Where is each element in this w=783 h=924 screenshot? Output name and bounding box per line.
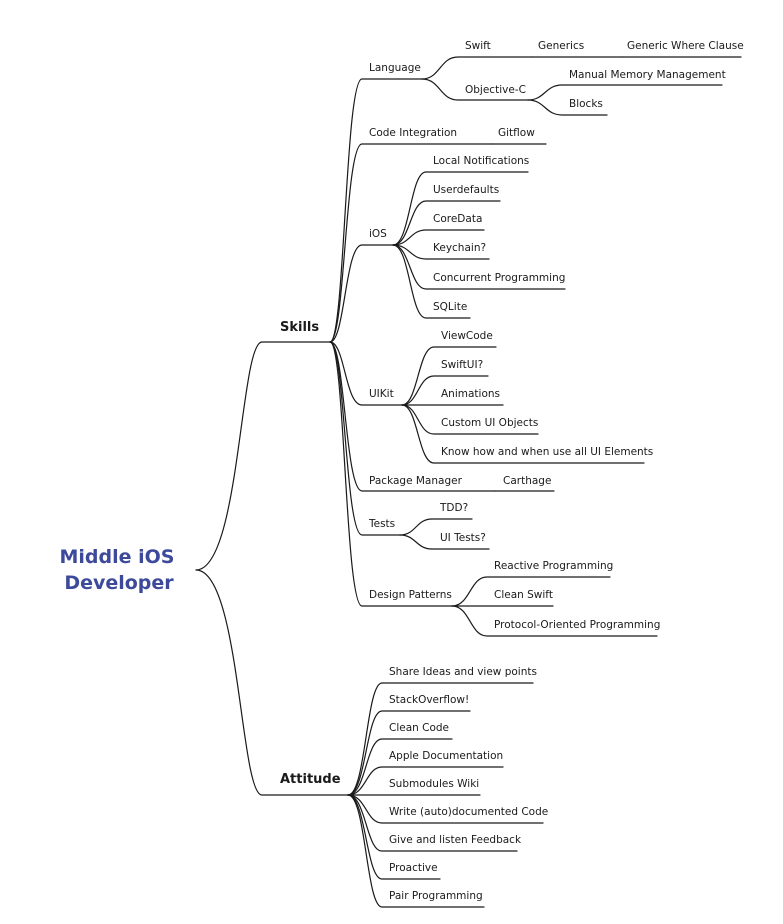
topic-uikit: UIKit: [369, 388, 394, 400]
topic-code-integration: Code Integration: [369, 127, 457, 139]
tests-item: UI Tests?: [440, 532, 486, 544]
root-node: Middle iOS Developer: [60, 546, 175, 594]
ios-item: SQLite: [433, 301, 467, 313]
attitude-item: Proactive: [389, 862, 438, 874]
attitude-item: Give and listen Feedback: [389, 834, 522, 846]
design-pattern-item: Reactive Programming: [494, 560, 613, 572]
topic-generics: Generics: [538, 40, 584, 52]
topic-objective-c: Objective-C: [465, 84, 526, 96]
tests-item: TDD?: [439, 502, 468, 514]
topic-gitflow: Gitflow: [498, 127, 535, 139]
design-pattern-item: Protocol-Oriented Programming: [494, 619, 660, 631]
ios-item: Concurrent Programming: [433, 272, 565, 284]
design-pattern-item: Clean Swift: [494, 589, 553, 601]
root-title-line-2: Developer: [64, 572, 174, 594]
topic-language: Language: [369, 62, 421, 74]
branch-skills: Skills: [280, 320, 319, 335]
topic-package-manager: Package Manager: [369, 475, 463, 487]
topic-manual-memory: Manual Memory Management: [569, 69, 726, 81]
attitude-item: Clean Code: [389, 722, 449, 734]
attitude-item: Write (auto)documented Code: [389, 806, 548, 818]
uikit-item: Animations: [441, 388, 500, 400]
uikit-item: Know how and when use all UI Elements: [441, 446, 653, 458]
attitude-item: Submodules Wiki: [389, 778, 479, 790]
attitude-item: StackOverflow!: [389, 694, 469, 706]
attitude-item: Apple Documentation: [389, 750, 503, 762]
topic-generic-where-clause: Generic Where Clause: [627, 40, 744, 52]
branch-attitude: Attitude: [280, 772, 341, 787]
ios-item: CoreData: [433, 213, 482, 225]
connectors: [195, 56, 742, 908]
ios-item: Keychain?: [433, 242, 486, 254]
ios-item: Local Notifications: [433, 155, 529, 167]
topic-swift: Swift: [465, 40, 491, 52]
ios-item: Userdefaults: [433, 184, 499, 196]
topic-ios: iOS: [369, 228, 387, 240]
topic-design-patterns: Design Patterns: [369, 589, 452, 601]
topic-carthage: Carthage: [503, 475, 551, 487]
attitude-item: Share Ideas and view points: [389, 666, 537, 678]
root-title-line-1: Middle iOS: [60, 546, 175, 568]
topic-tests: Tests: [368, 518, 395, 530]
uikit-item: ViewCode: [441, 330, 493, 342]
uikit-item: Custom UI Objects: [441, 417, 538, 429]
topic-blocks: Blocks: [569, 98, 603, 110]
uikit-item: SwiftUI?: [441, 359, 483, 371]
attitude-item: Pair Programming: [389, 890, 483, 902]
